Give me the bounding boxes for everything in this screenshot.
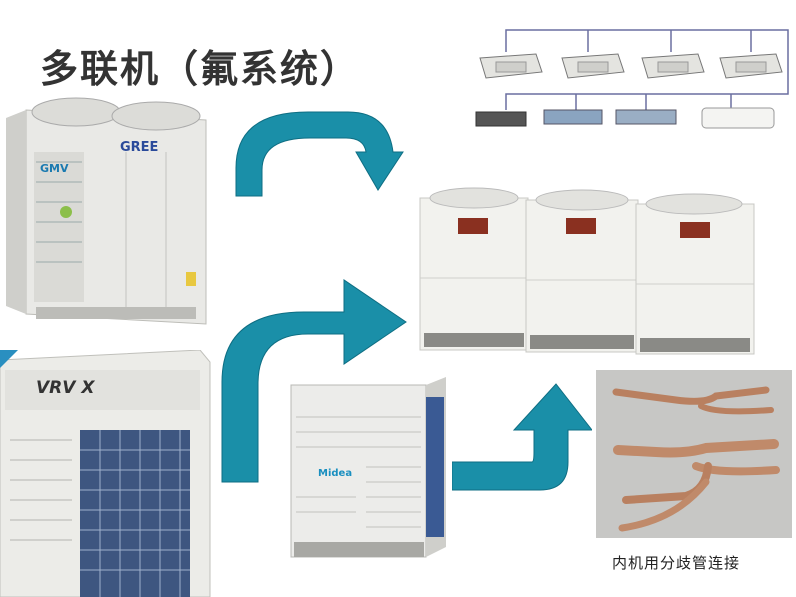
outdoor-unit-gree (6, 97, 207, 325)
outdoor-unit-vrv (0, 350, 211, 597)
outdoor-unit-1 (419, 187, 529, 351)
duct-unit-icon (475, 111, 527, 127)
brand-gmv: GMV (40, 162, 69, 175)
outdoor-unit-3 (635, 193, 755, 355)
brand-gree: GREE (120, 140, 159, 155)
page-title: 多联机（氟系统） (40, 47, 361, 91)
brand-vrv: VRV X (36, 378, 95, 398)
outdoor-unit-2 (525, 189, 639, 353)
curved-arrow-top (235, 111, 404, 197)
outdoor-unit-group (419, 187, 755, 355)
branch-pipe-caption: 内机用分歧管连接 (612, 554, 741, 572)
indoor-cassette-icon (641, 53, 705, 79)
duct-unit-icon (615, 109, 677, 125)
wall-unit-icon (701, 107, 775, 129)
branch-pipe-photo (596, 370, 792, 538)
indoor-cassette-icon (561, 53, 625, 79)
duct-unit-icon (543, 109, 603, 125)
curved-arrow-middle (221, 279, 407, 483)
indoor-cassette-icon (479, 53, 543, 79)
curved-arrow-bottom (452, 383, 592, 491)
brand-midea: Midea (318, 468, 353, 479)
outdoor-unit-midea (290, 377, 446, 558)
indoor-cassette-icon (719, 53, 783, 79)
indoor-unit-network (475, 29, 789, 129)
